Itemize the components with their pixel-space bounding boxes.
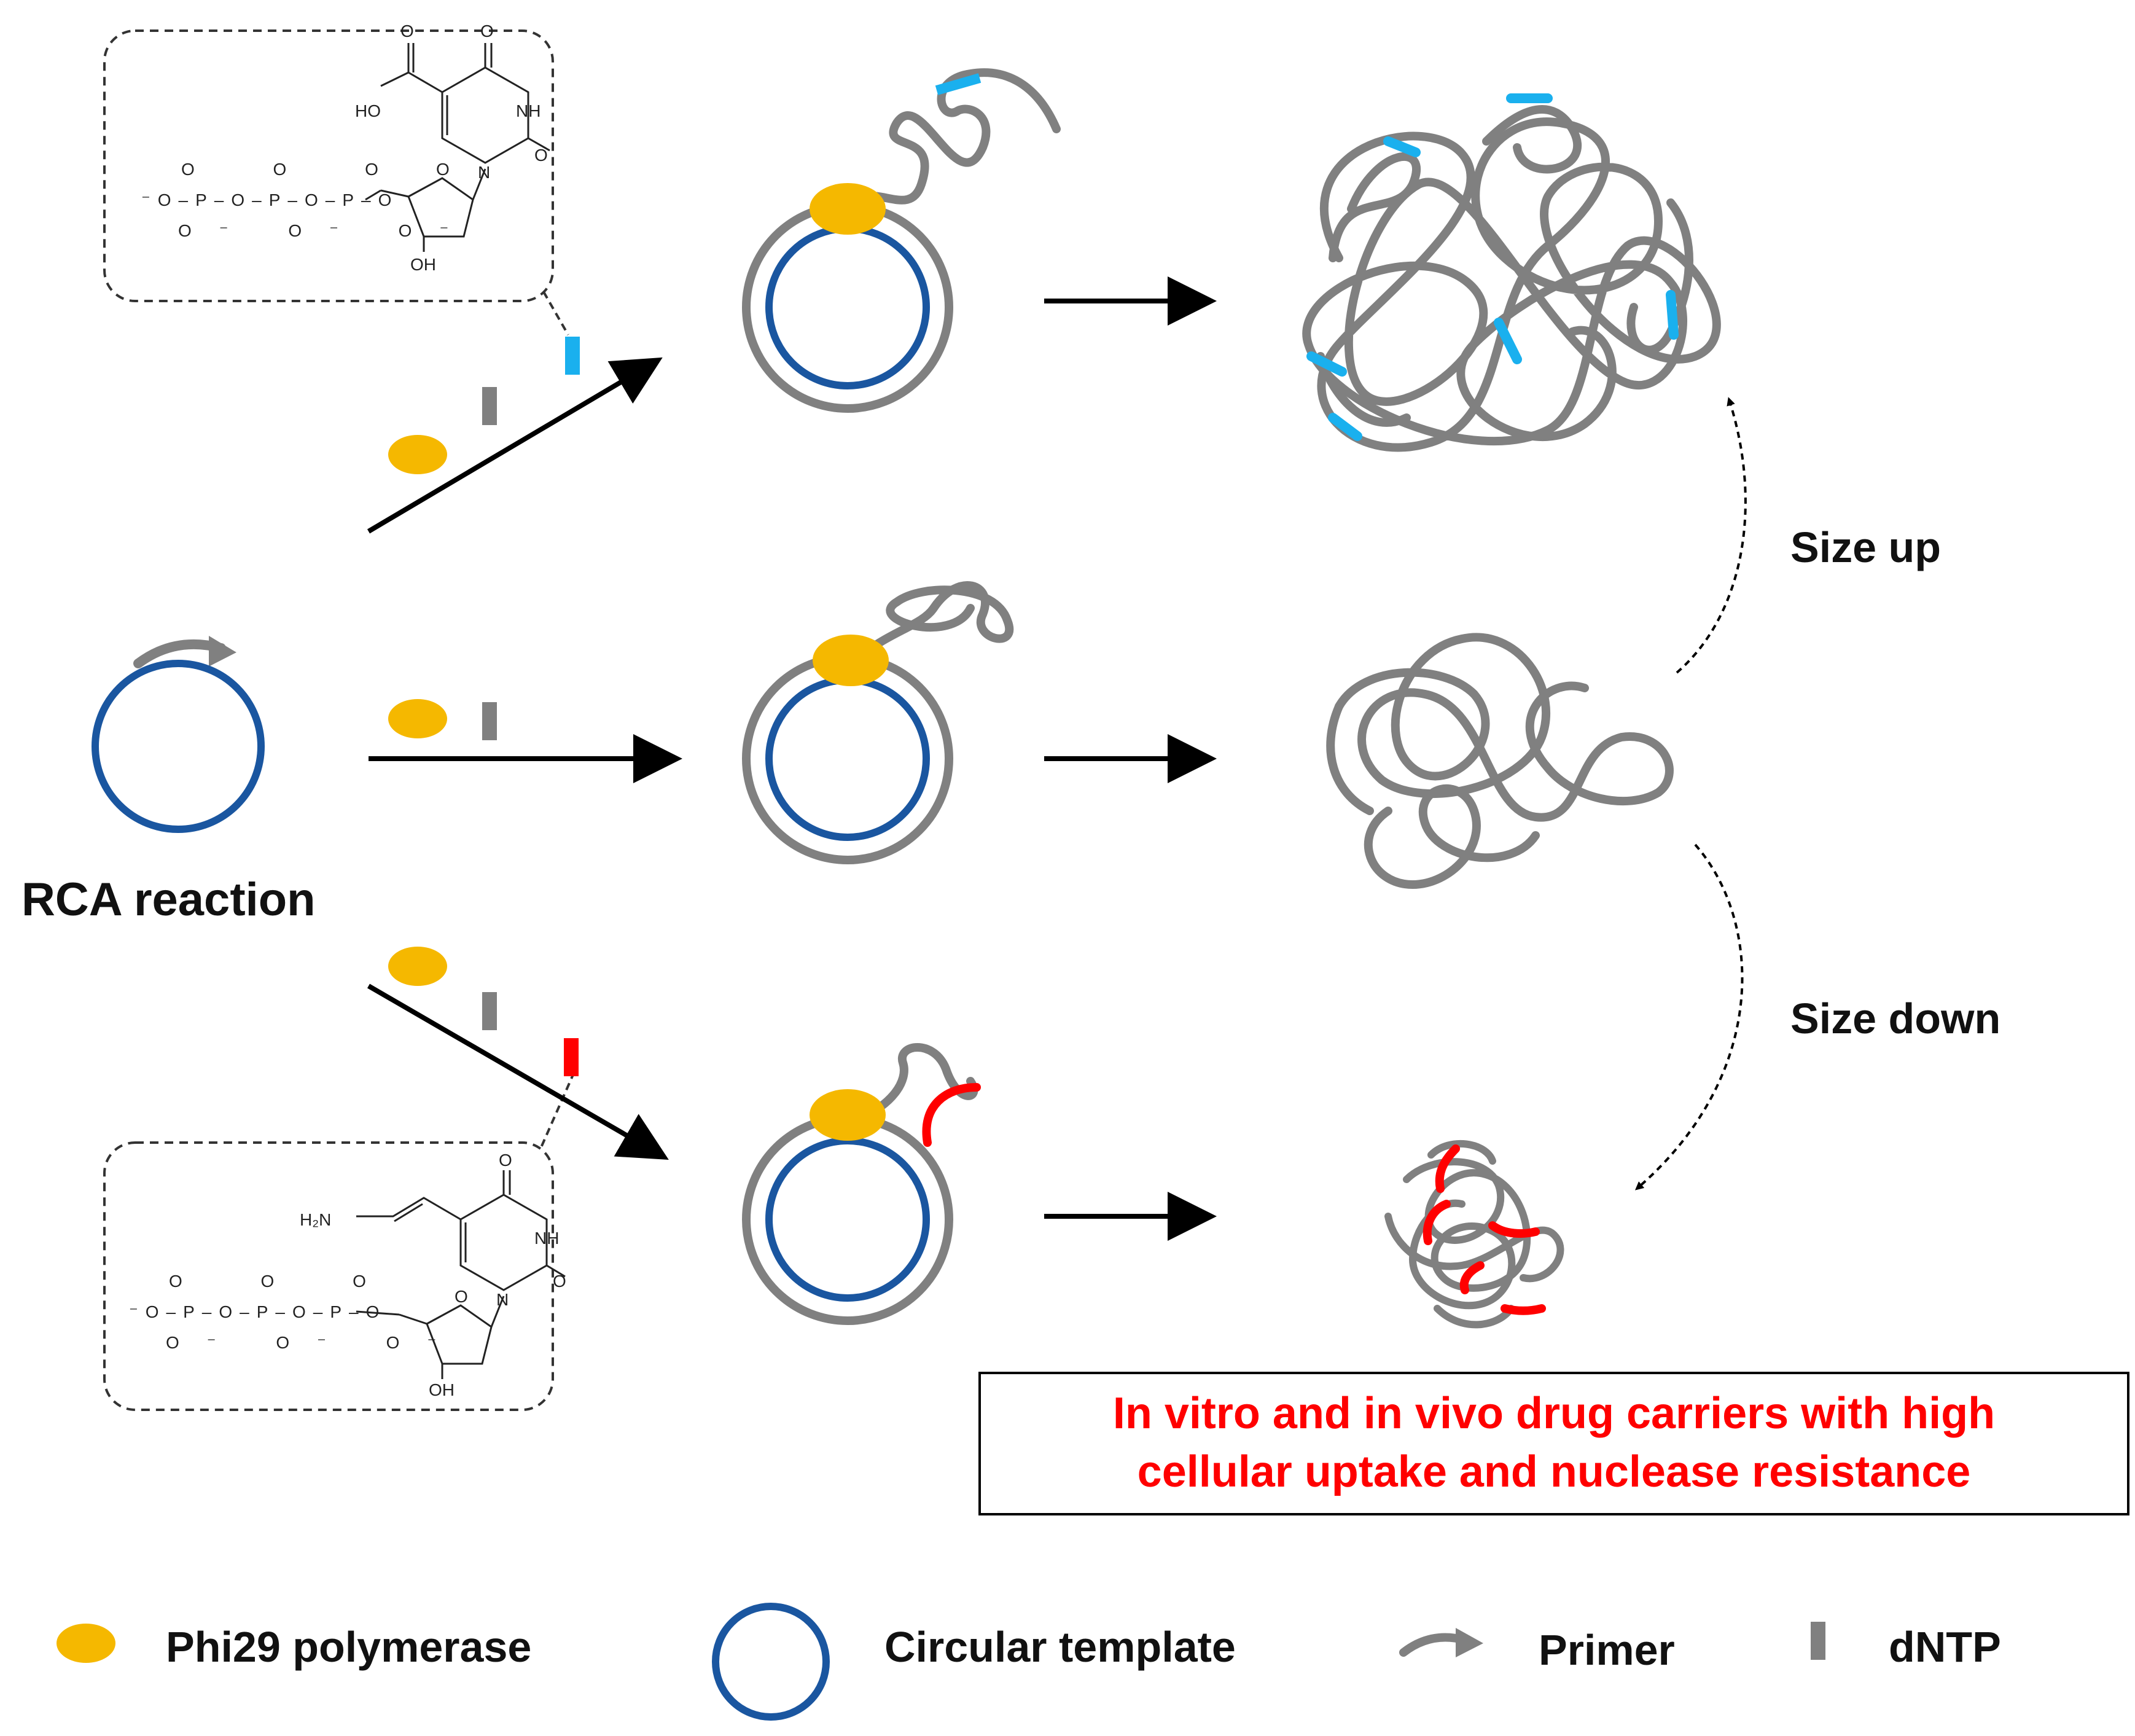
chem-structure-top: HO O O O NH N O OH O O O ⁻O–P–O–P–O–P–O …: [103, 22, 569, 335]
size-down-label: Size down: [1790, 995, 2000, 1042]
chem-bottom-o2: O: [553, 1272, 566, 1291]
red-mod: [1488, 1221, 1540, 1238]
small-dna-nanostructure: [1384, 1140, 1564, 1329]
chem-bottom-nh: NH: [534, 1229, 559, 1248]
blue-mod: [1494, 318, 1522, 364]
chem-structure-bottom: H₂N O O NH N O OH O O O ⁻O–P–O–P–O–P–O O…: [103, 1071, 576, 1411]
chem-bottom-p-o-top: O O O: [169, 1272, 403, 1291]
reagents-middle: [388, 699, 497, 740]
chem-top-o1: O: [400, 22, 414, 41]
dntp-icon: [1811, 1622, 1825, 1660]
legend-label-dntp: dNTP: [1889, 1623, 2001, 1671]
result-line-2: cellular uptake and nuclease resistance: [1138, 1447, 1971, 1496]
result-line-1: In vitro and in vivo drug carriers with …: [1113, 1389, 1995, 1438]
chem-bottom-p-o-bottom: O⁻ O⁻ O⁻: [166, 1333, 464, 1352]
chem-top-nh: NH: [516, 101, 541, 120]
red-mod: [1501, 1304, 1546, 1315]
polymerase: [810, 183, 886, 235]
rca-reaction-start: RCA reaction: [21, 636, 316, 926]
dntp-icon: [482, 702, 497, 740]
chem-top-o2: O: [480, 22, 494, 41]
extending-strand: [856, 1043, 978, 1122]
medium-dna-nanostructure: [1326, 633, 1674, 890]
circular-template: [765, 676, 930, 841]
legend-item-primer: Primer: [1399, 1626, 1675, 1674]
phi29-polymerase-icon: [388, 947, 447, 986]
product-strand: [742, 653, 953, 864]
chem-box-bottom: [103, 1141, 554, 1411]
size-up-arrow: [1676, 397, 1747, 674]
chem-top-ring-o: O: [436, 160, 450, 179]
red-modified-dntp-icon: [564, 1038, 579, 1076]
red-modification: [922, 1083, 981, 1147]
rca-progress-bottom: [742, 1043, 981, 1325]
dntp-icon: [482, 387, 497, 425]
size-down-arrow: [1634, 843, 1744, 1191]
chem-bottom-h2n: H₂N: [300, 1210, 331, 1229]
chem-top-ho: HO: [355, 101, 381, 120]
chem-top-p-groups: ⁻O–P–O–P–O–P–O: [141, 190, 399, 209]
legend-item-polymerase: Phi29 polymerase: [57, 1623, 531, 1671]
large-dna-nanostructure: [1302, 93, 1721, 452]
legend: Phi29 polymerase Circular template Prime…: [57, 1603, 2001, 1721]
chem-bottom-o1: O: [499, 1151, 512, 1170]
blue-modification: [935, 73, 982, 95]
polymerase: [810, 1089, 886, 1141]
legend-label-polymerase: Phi29 polymerase: [166, 1623, 531, 1671]
red-mod: [1423, 1200, 1451, 1245]
circular-template-icon: [712, 1603, 830, 1721]
red-mod: [1459, 1261, 1485, 1294]
blue-mod: [1666, 290, 1679, 340]
polymerase: [813, 635, 889, 686]
product-strand: [742, 201, 953, 413]
phi29-polymerase-icon: [57, 1624, 115, 1663]
chem-box-top: [103, 29, 554, 302]
legend-label-primer: Primer: [1539, 1626, 1675, 1674]
rca-progress-top: [742, 68, 1061, 413]
circular-template-icon: [92, 660, 265, 833]
reagents-top: [388, 337, 580, 474]
extending-strand: [853, 581, 1014, 665]
phi29-polymerase-icon: [388, 435, 447, 474]
size-up-label: Size up: [1790, 523, 1941, 571]
result-box: In vitro and in vivo drug carriers with …: [978, 1372, 2129, 1515]
blue-mod: [1328, 413, 1362, 441]
chem-bottom-ring-o: O: [455, 1287, 468, 1306]
blue-mod: [1306, 351, 1347, 377]
red-mod: [1435, 1144, 1460, 1193]
legend-item-dntp: dNTP: [1811, 1622, 2001, 1671]
phi29-polymerase-icon: [388, 699, 447, 738]
blue-modified-dntp-icon: [565, 337, 580, 375]
chem-top-o3: O: [534, 146, 548, 165]
circular-template: [765, 1137, 930, 1302]
extending-strand: [843, 68, 1061, 210]
chem-top-oh: OH: [410, 255, 436, 274]
rca-progress-middle: [742, 581, 1014, 864]
circular-template: [765, 225, 930, 389]
chem-bottom-oh: OH: [429, 1380, 455, 1399]
primer-arrowhead: [1456, 1628, 1483, 1657]
legend-item-template: Circular template: [712, 1603, 1236, 1721]
size-arrows: Size up Size down: [1634, 397, 2000, 1191]
rca-reaction-label: RCA reaction: [21, 874, 316, 926]
chem-bottom-p-groups: ⁻O–P–O–P–O–P–O: [129, 1302, 386, 1321]
chem-top-p-o-top: O O O: [181, 160, 415, 179]
product-strand: [742, 1114, 953, 1325]
primer-arrowhead: [209, 636, 236, 667]
blue-mod: [1383, 136, 1421, 157]
dntp-icon: [482, 992, 497, 1030]
reaction-arrows: [367, 276, 1217, 1241]
chem-top-p-o-bottom: O⁻ O⁻ O⁻: [178, 221, 476, 240]
reagents-bottom: [388, 947, 579, 1076]
legend-label-template: Circular template: [884, 1623, 1236, 1671]
